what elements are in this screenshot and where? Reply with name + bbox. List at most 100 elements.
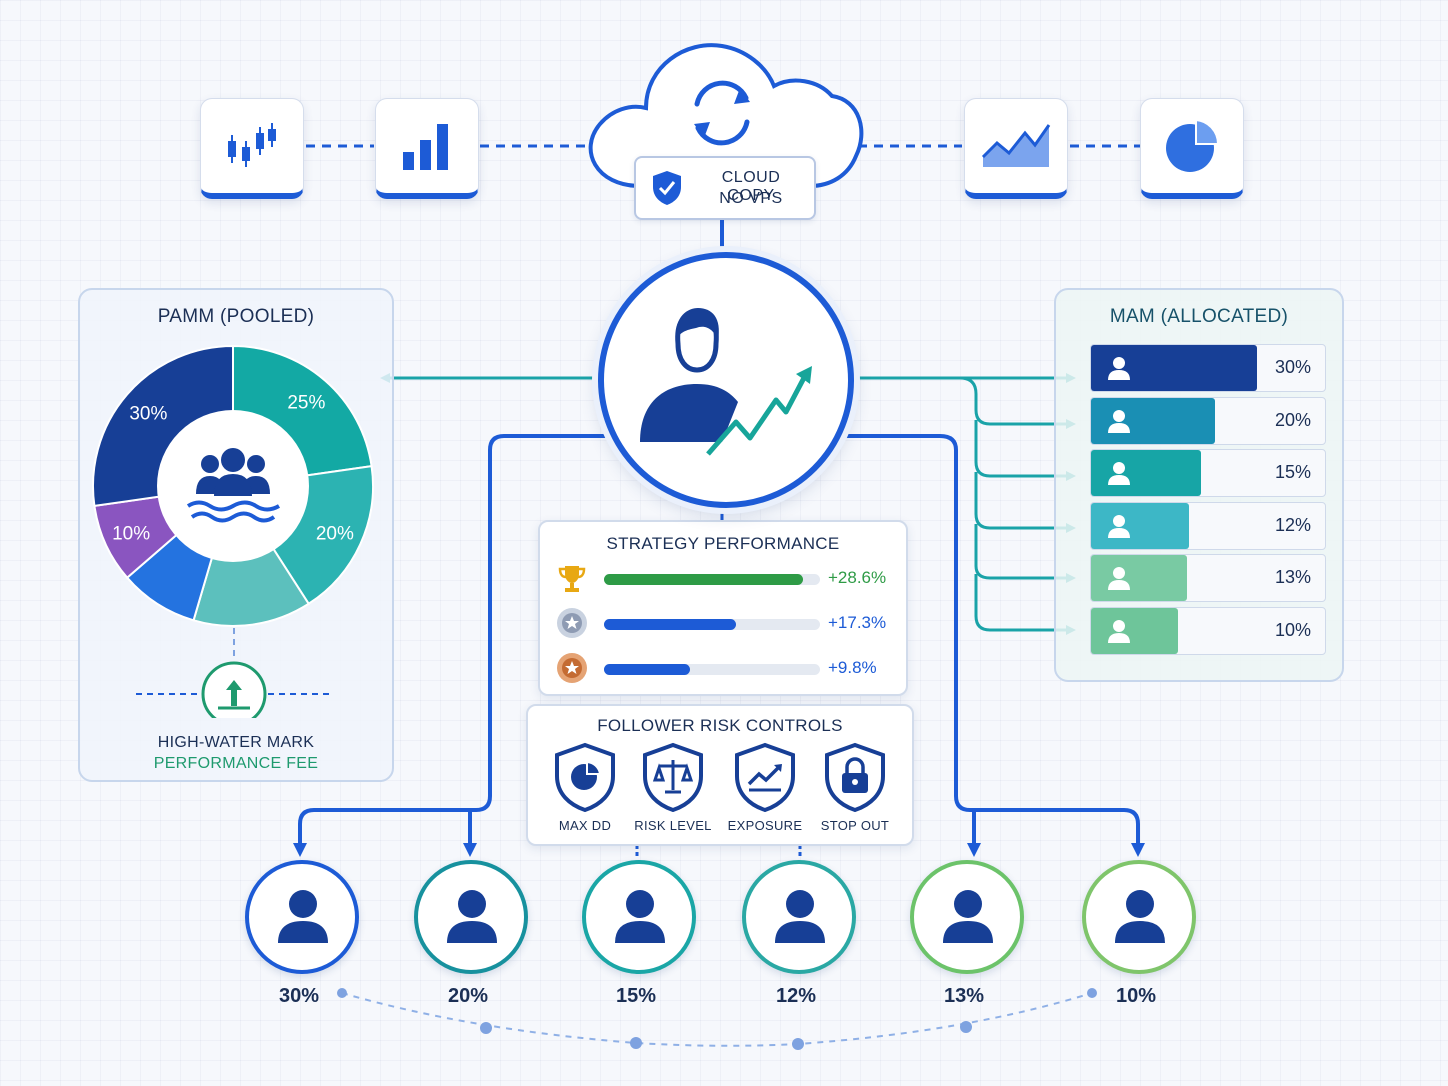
strategy-title: STRATEGY PERFORMANCE <box>606 534 840 553</box>
user-icon <box>943 890 993 943</box>
user-icon <box>1108 514 1130 538</box>
donut-slice-label: 30% <box>129 404 167 425</box>
trader-growth-icon <box>640 308 812 456</box>
trophy-icon <box>558 566 586 592</box>
mam-allocation-bar <box>1091 502 1190 549</box>
follower-account[interactable] <box>1082 860 1196 974</box>
user-icon <box>1108 619 1130 643</box>
user-icon <box>1108 409 1130 433</box>
follower-account[interactable] <box>582 860 696 974</box>
follower-allocation-pct: 15% <box>615 985 657 1007</box>
performance-track <box>604 574 820 585</box>
mam-allocation-pct: 20% <box>1274 409 1311 430</box>
no-vps-label: NO VPS <box>719 190 783 207</box>
user-icon <box>1115 890 1165 943</box>
user-icon <box>278 890 328 943</box>
pamm-title: PAMM (POOLED) <box>157 306 315 327</box>
follower-allocation-pct: 10% <box>1115 985 1157 1007</box>
follower-account[interactable] <box>245 860 359 974</box>
shield-check-icon <box>653 171 681 205</box>
pie-shield-icon <box>555 742 615 812</box>
mam-allocation-pct: 30% <box>1274 357 1311 377</box>
user-icon <box>615 890 665 943</box>
mam-branch-arrows <box>846 373 1076 635</box>
sync-icon <box>694 80 750 146</box>
mam-allocation-row: 20% <box>1090 396 1326 445</box>
candlestick-tile[interactable] <box>200 98 304 199</box>
mam-allocation-row: 15% <box>1090 449 1326 497</box>
strategy-performance-row: +28.6% <box>556 560 896 594</box>
risk-item-exposure[interactable]: EXPOSURE <box>720 742 810 833</box>
strategy-performance-card: STRATEGY PERFORMANCE +28.6% +17.3% +9.8% <box>538 520 908 696</box>
performance-fill <box>604 619 736 630</box>
performance-track <box>604 619 820 630</box>
arc-dots <box>337 988 1097 1050</box>
mam-allocation-bar <box>1091 555 1187 601</box>
bar-chart-tile[interactable] <box>375 98 479 199</box>
donut-slice-label: 10% <box>112 524 150 545</box>
candlestick-chart-icon <box>228 123 276 167</box>
donut-slice-label: 25% <box>287 392 325 413</box>
lock-shield-icon <box>825 742 885 812</box>
user-icon <box>1108 567 1130 590</box>
follower-risk-controls-card: FOLLOWER RISK CONTROLS MAX DD RISK LEVEL… <box>526 704 914 846</box>
pamm-panel: PAMM (POOLED) 25%20%10%30% HIGH-WATER MA… <box>78 288 394 782</box>
follower-links <box>293 434 1145 857</box>
pie-chart-tile[interactable] <box>1140 98 1244 199</box>
risk-item-risk-level[interactable]: RISK LEVEL <box>628 742 718 833</box>
strategy-performance-row: +17.3% <box>556 605 896 639</box>
mam-allocation-bar <box>1091 450 1201 496</box>
mam-allocation-pct: 15% <box>1274 462 1311 482</box>
performance-fill <box>604 574 803 585</box>
area-chart-tile[interactable] <box>964 98 1068 199</box>
mam-allocation-row: 13% <box>1090 554 1326 602</box>
donut-slice-label: 20% <box>316 524 354 545</box>
bronze-medal-icon <box>557 653 587 683</box>
mam-allocation-row: 30% <box>1090 344 1326 392</box>
cloud-copy-badge: CLOUD COPY NO VPS <box>634 156 816 220</box>
risk-item-stop-out[interactable]: STOP OUT <box>810 742 900 833</box>
strategy-provider-node[interactable] <box>598 252 854 508</box>
high-water-mark-icon <box>136 628 332 718</box>
cloud-shape <box>588 43 864 188</box>
user-icon <box>1108 462 1130 485</box>
follower-allocation-pct: 20% <box>447 985 489 1007</box>
performance-value: +9.8% <box>828 658 877 677</box>
silver-medal-icon <box>557 608 587 638</box>
performance-fill <box>604 664 691 675</box>
mam-allocation-pct: 12% <box>1274 514 1311 535</box>
performance-value: +28.6% <box>828 568 887 587</box>
user-icon <box>1108 357 1130 380</box>
mam-title: MAM (ALLOCATED) <box>1109 306 1289 327</box>
performance-value: +17.3% <box>828 613 887 632</box>
cloud-copy-label: CLOUD COPY <box>721 169 781 204</box>
follower-account[interactable] <box>742 860 856 974</box>
area-line-chart-icon <box>981 124 1051 167</box>
mam-allocation-row: 12% <box>1090 501 1326 550</box>
follower-account[interactable] <box>414 860 528 974</box>
bar-chart-icon <box>403 124 448 170</box>
follower-allocation-pct: 30% <box>278 985 320 1007</box>
pamm-donut-chart: 25% 20% 10% 30% <box>92 344 374 627</box>
mam-allocation-bar <box>1091 607 1178 654</box>
follower-allocation-pct: 13% <box>943 985 985 1007</box>
strategy-performance-row: +9.8% <box>556 650 896 684</box>
investors-pool-icon <box>186 448 281 523</box>
mam-allocation-pct: 13% <box>1274 567 1311 587</box>
mam-allocation-bar <box>1091 397 1216 444</box>
mam-allocation-bar <box>1091 345 1258 391</box>
trend-shield-icon <box>735 742 795 812</box>
user-icon <box>775 890 825 943</box>
mam-allocation-row: 10% <box>1090 606 1326 655</box>
follower-allocation-pct: 12% <box>775 985 817 1007</box>
risk-title: FOLLOWER RISK CONTROLS <box>597 716 843 735</box>
pie-chart-icon <box>1166 118 1220 172</box>
mam-panel: MAM (ALLOCATED) 30% 20% 15% 12% 13% 10% <box>1054 288 1344 682</box>
mam-allocation-pct: 10% <box>1274 619 1311 640</box>
performance-track <box>604 664 820 675</box>
scale-shield-icon <box>643 742 703 812</box>
risk-item-max-dd[interactable]: MAX DD <box>540 742 630 833</box>
performance-fee-label: PERFORMANCE FEE <box>153 755 319 772</box>
follower-account[interactable] <box>910 860 1024 974</box>
